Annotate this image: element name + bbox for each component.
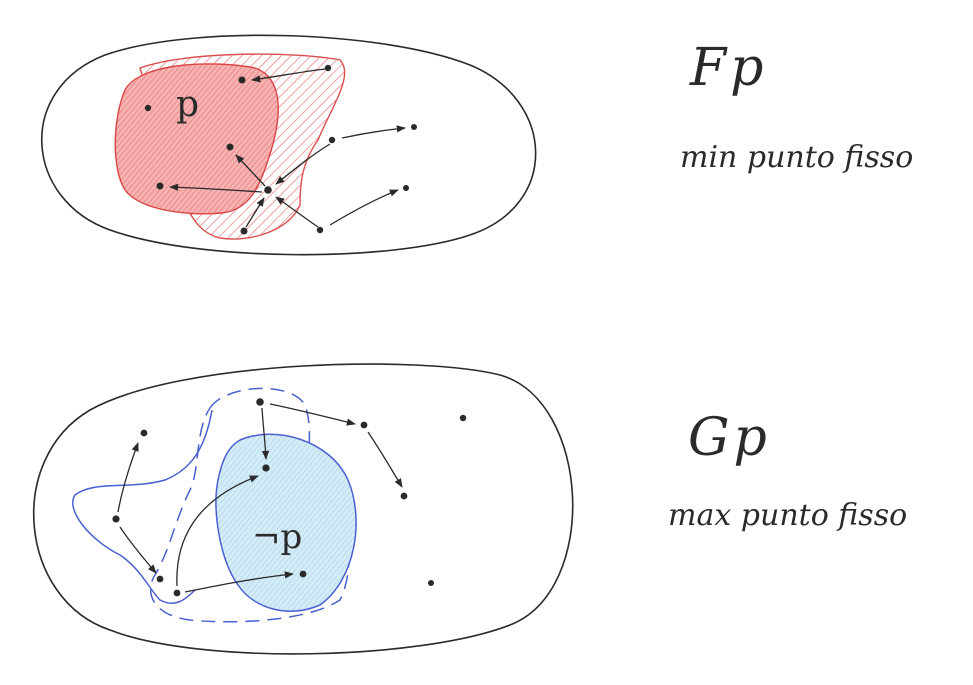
top-arrow <box>329 189 399 226</box>
top-diagram: p <box>41 34 537 256</box>
bottom-point <box>428 580 434 586</box>
top-point <box>316 226 324 234</box>
top-arrows <box>169 68 406 228</box>
bottom-point <box>256 398 264 406</box>
bottom-dashed-region <box>149 387 350 623</box>
top-arrow <box>169 183 263 193</box>
top-point <box>264 186 272 194</box>
bottom-arrow <box>176 475 259 587</box>
top-subtitle: min punto fisso <box>680 140 914 175</box>
top-point <box>238 76 246 84</box>
bottom-point <box>156 575 164 583</box>
top-arrow <box>235 154 266 187</box>
top-point <box>226 143 234 151</box>
top-points <box>144 64 417 235</box>
top-arrow <box>341 125 406 139</box>
top-arrow <box>275 143 331 185</box>
bottom-arrow <box>119 526 157 574</box>
top-point <box>156 182 164 190</box>
top-p-label: p <box>176 84 199 125</box>
top-arrow <box>275 196 319 228</box>
bottom-subtitle: max punto fisso <box>668 498 908 533</box>
bottom-arrow <box>269 403 356 426</box>
top-arrow <box>251 68 326 83</box>
bottom-point <box>173 589 181 597</box>
top-point <box>324 64 332 72</box>
bottom-point <box>459 414 467 422</box>
top-point <box>328 136 336 144</box>
bottom-not-p-label: ¬p <box>252 517 302 557</box>
bottom-arrow <box>261 407 270 460</box>
bottom-point <box>360 421 368 429</box>
top-point <box>411 124 417 130</box>
bottom-point <box>299 570 307 578</box>
top-p-region <box>114 63 279 215</box>
top-arrow <box>245 197 265 228</box>
bottom-point <box>400 492 408 500</box>
bottom-title: Gp <box>688 408 771 468</box>
top-point <box>240 227 248 235</box>
bottom-arrow <box>184 571 294 593</box>
bottom-point <box>140 429 148 437</box>
bottom-point <box>112 515 120 523</box>
bottom-diagram: ¬p <box>33 363 574 655</box>
bottom-arrow <box>367 431 403 488</box>
bottom-point <box>262 464 270 472</box>
bottom-universe-outline <box>33 363 574 655</box>
top-point <box>144 104 152 112</box>
bottom-points <box>112 398 467 597</box>
bottom-left-region <box>72 409 213 604</box>
bottom-arrows <box>117 403 403 593</box>
bottom-arrow <box>117 442 139 513</box>
top-point <box>403 185 409 191</box>
top-universe-outline <box>41 34 537 256</box>
top-title: Fp <box>690 38 768 98</box>
